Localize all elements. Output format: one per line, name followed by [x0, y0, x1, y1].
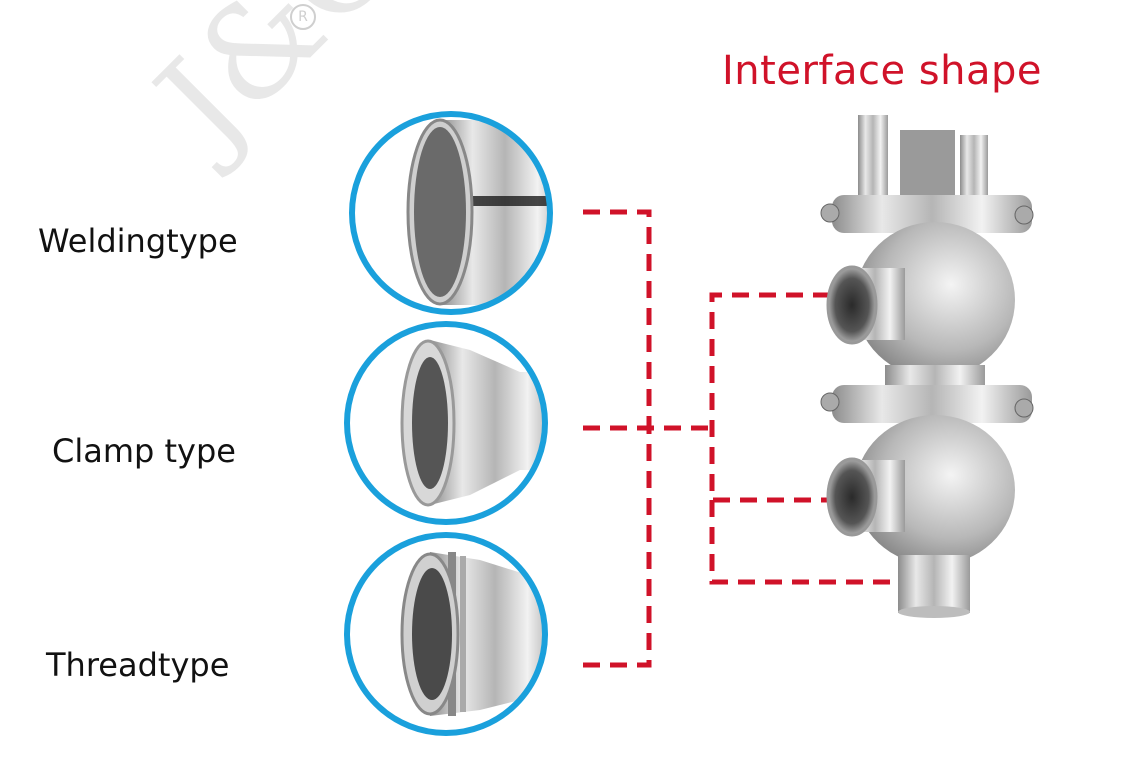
thread-fitting-image [344, 532, 548, 736]
registered-mark: R [290, 4, 316, 30]
welding-pipe-image [349, 111, 553, 315]
connector-valve-upper [709, 292, 830, 503]
welding-type-label: Weldingtype [38, 222, 238, 260]
clamp-type-label: Clamp type [52, 432, 236, 470]
connector-valve-lower [709, 500, 895, 585]
page-title: Interface shape [722, 48, 1042, 94]
connector-welding [583, 209, 652, 428]
thread-type-label: Threadtype [46, 646, 230, 684]
connector-lines [583, 209, 895, 668]
connector-thread [583, 428, 652, 668]
valve-image [820, 115, 1034, 618]
clamp-ferrule-image [344, 321, 548, 525]
